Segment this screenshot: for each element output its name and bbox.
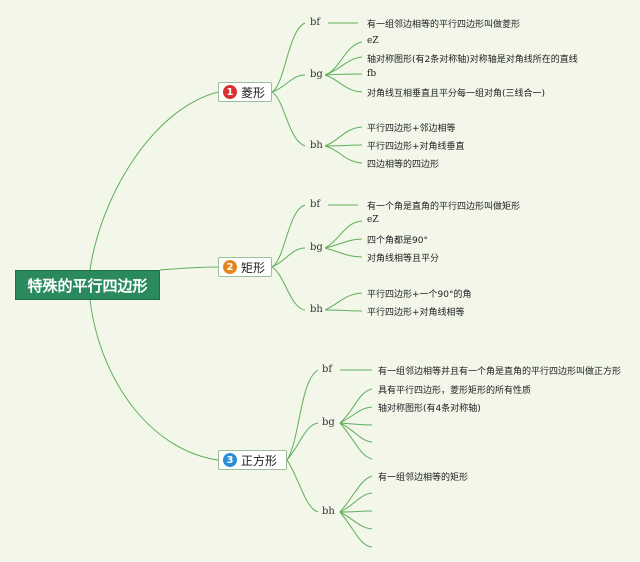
subtopic-bh[interactable]: bh	[310, 304, 323, 315]
subtopic-bg[interactable]: bg	[310, 69, 323, 80]
leaf-item[interactable]: 有一组邻边相等并且有一个角是直角的平行四边形叫做正方形	[378, 367, 622, 377]
leaf-item[interactable]: 具有平行四边形，菱形矩形的所有性质	[378, 386, 532, 396]
leaf-item[interactable]: 平行四边形+邻边相等	[367, 124, 456, 134]
number-badge-3: 3	[223, 453, 237, 467]
leaf-item[interactable]: 平行四边形+对角线垂直	[367, 142, 465, 152]
subtopic-bh[interactable]: bh	[322, 506, 335, 517]
topic-label: 菱形	[241, 85, 266, 100]
leaf-item[interactable]: 四个角都是90°	[367, 236, 428, 246]
topic-square[interactable]: 3 正方形	[218, 450, 287, 470]
subtopic-bf[interactable]: bf	[310, 199, 321, 210]
topic-label: 矩形	[241, 260, 266, 275]
subtopic-bg[interactable]: bg	[322, 417, 335, 428]
subtopic-bf[interactable]: bf	[322, 364, 333, 375]
leaf-item[interactable]: 四边相等的四边形	[367, 160, 440, 170]
leaf-item[interactable]: 有一个角是直角的平行四边形叫做矩形	[367, 202, 521, 212]
leaf-item[interactable]: 轴对称图形(有2条对称轴)对称轴是对角线所在的直线	[367, 55, 578, 65]
leaf-item[interactable]: eZ	[367, 36, 379, 46]
leaf-item[interactable]: 轴对称图形(有4条对称轴)	[378, 404, 481, 414]
subtopic-bg[interactable]: bg	[310, 242, 323, 253]
number-badge-2: 2	[223, 260, 237, 274]
leaf-item[interactable]: eZ	[367, 215, 379, 225]
subtopic-bh[interactable]: bh	[310, 140, 323, 151]
subtopic-bf[interactable]: bf	[310, 17, 321, 28]
root-label: 特殊的平行四边形	[27, 276, 148, 295]
topic-label: 正方形	[241, 453, 278, 468]
leaf-item[interactable]: 有一组邻边相等的矩形	[378, 473, 469, 483]
leaf-item[interactable]: 有一组邻边相等的平行四边形叫做菱形	[367, 20, 521, 30]
leaf-item[interactable]: 对角线相等且平分	[367, 254, 440, 264]
topic-rhombus[interactable]: 1 菱形	[218, 82, 272, 102]
root-topic[interactable]: 特殊的平行四边形	[15, 270, 160, 300]
leaf-item[interactable]: 对角线互相垂直且平分每一组对角(三线合一)	[367, 89, 546, 99]
number-badge-1: 1	[223, 85, 237, 99]
leaf-item[interactable]: fb	[367, 69, 377, 79]
topic-rectangle[interactable]: 2 矩形	[218, 257, 272, 277]
leaf-item[interactable]: 平行四边形+一个90°的角	[367, 290, 472, 300]
leaf-item[interactable]: 平行四边形+对角线相等	[367, 308, 465, 318]
